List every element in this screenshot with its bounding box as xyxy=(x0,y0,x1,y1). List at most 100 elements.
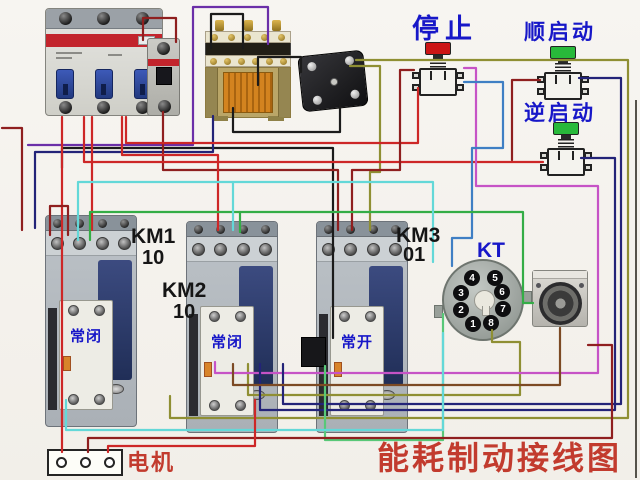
aux-bottom-screws xyxy=(60,394,112,405)
contactor-km2: 常闭 xyxy=(186,221,278,433)
contactor-side-rail xyxy=(189,314,198,416)
terminal-screw xyxy=(251,57,259,65)
socket-pin-2: 2 xyxy=(453,302,469,318)
terminal-screw xyxy=(323,224,333,234)
contactor-km3: 常开 xyxy=(316,221,408,433)
button-terminal xyxy=(584,152,592,159)
terminal-screw xyxy=(223,57,231,65)
km2-label: KM2 xyxy=(162,279,207,302)
motor-label: 电机 xyxy=(127,450,176,475)
motor-terminal xyxy=(103,457,115,468)
km3-code: 01 xyxy=(403,244,426,266)
timer-top-face xyxy=(533,271,587,279)
auxiliary-contact-block: 常闭 xyxy=(200,306,254,416)
aux-orange-tag xyxy=(204,362,212,377)
transformer-terminal-strip xyxy=(205,55,291,67)
diagram-title: 能耗制动接线图 xyxy=(377,440,623,476)
button-spring xyxy=(558,139,574,148)
kt-label: KT xyxy=(477,239,505,262)
auxiliary-contact-block: 常闭 xyxy=(59,300,113,410)
socket-pin-7: 7 xyxy=(495,301,511,317)
rectifier-terminal xyxy=(312,95,323,106)
transformer-terminal-strip xyxy=(205,31,291,43)
terminal-screw xyxy=(366,242,380,256)
terminal-screw xyxy=(118,236,132,250)
terminal-screw xyxy=(97,218,107,228)
timer-screw xyxy=(579,283,584,288)
copper-winding xyxy=(223,72,273,113)
aux-top-screws xyxy=(331,311,383,322)
breaker-markings xyxy=(108,54,122,56)
button-terminal xyxy=(540,164,548,171)
contactor-side-rail xyxy=(48,308,57,410)
wire xyxy=(161,110,340,232)
km3-label: KM3 xyxy=(396,224,441,247)
socket-pin-4: 4 xyxy=(464,270,480,286)
button-terminal xyxy=(581,76,589,83)
button-spring xyxy=(555,63,571,72)
timer-screw xyxy=(536,283,541,288)
terminal-screw xyxy=(97,12,111,25)
button-contact xyxy=(430,71,432,80)
button-contact xyxy=(569,75,571,84)
terminal-screw xyxy=(52,218,62,228)
terminal-screw xyxy=(346,224,356,234)
terminal-screw xyxy=(278,33,286,41)
control-transformer xyxy=(205,20,291,121)
circuit-breaker-3p xyxy=(45,8,163,116)
button-body xyxy=(537,72,589,100)
breaker-toggle xyxy=(94,69,113,99)
breaker-markings xyxy=(56,52,82,54)
terminal-screw xyxy=(58,12,72,25)
aux-contact-label: 常闭 xyxy=(210,334,243,351)
stop-button-cap xyxy=(425,42,451,55)
motor-terminal xyxy=(55,457,67,468)
socket-pin-3: 3 xyxy=(453,285,469,301)
terminal-screw xyxy=(364,400,376,411)
socket-tab xyxy=(434,305,443,318)
mini-breaker-red-band xyxy=(148,59,179,66)
button-contact xyxy=(444,71,446,80)
aux-top-screws xyxy=(201,311,253,322)
forward-start-pushbutton xyxy=(537,46,589,100)
terminal-screw xyxy=(237,57,245,65)
button-terminal xyxy=(581,88,589,95)
contactor-top-screws xyxy=(46,216,136,231)
socket-pin-8: 8 xyxy=(483,315,499,331)
breaker-markings xyxy=(56,57,72,59)
auxiliary-contact-block: 常开 xyxy=(330,306,384,416)
transformer-nameplate xyxy=(205,43,291,55)
terminal-screw xyxy=(364,311,376,322)
terminal-box xyxy=(301,337,326,367)
terminal-screw xyxy=(210,33,218,41)
aux-orange-tag xyxy=(334,362,342,377)
terminal-screw xyxy=(50,236,64,250)
aux-contact-label: 常开 xyxy=(340,334,373,351)
reverse-start-pushbutton xyxy=(540,122,592,176)
button-terminal xyxy=(537,76,545,83)
wire xyxy=(120,115,220,232)
terminal-screw xyxy=(344,242,358,256)
terminal-screw xyxy=(67,305,79,316)
button-terminal xyxy=(412,72,420,79)
button-stem xyxy=(433,55,443,59)
transformer-coil xyxy=(205,67,291,121)
terminal-screw xyxy=(338,400,350,411)
km2-code: 10 xyxy=(173,301,196,323)
contactor-terminals xyxy=(187,237,277,262)
motor-terminal-block xyxy=(47,449,123,476)
reverse-start-label: 逆启动 xyxy=(524,102,596,125)
button-body xyxy=(540,148,592,176)
terminal-screw xyxy=(208,400,220,411)
terminal-screw xyxy=(73,236,87,250)
motor-terminal xyxy=(79,457,91,468)
mounting-hole xyxy=(329,77,339,87)
terminal-screw xyxy=(67,394,79,405)
socket-pin-1: 1 xyxy=(465,316,481,332)
terminal-screw xyxy=(338,311,350,322)
wire xyxy=(33,114,215,230)
terminal-screw xyxy=(279,57,287,65)
terminal-screw xyxy=(58,101,72,114)
button-terminal xyxy=(540,152,548,159)
